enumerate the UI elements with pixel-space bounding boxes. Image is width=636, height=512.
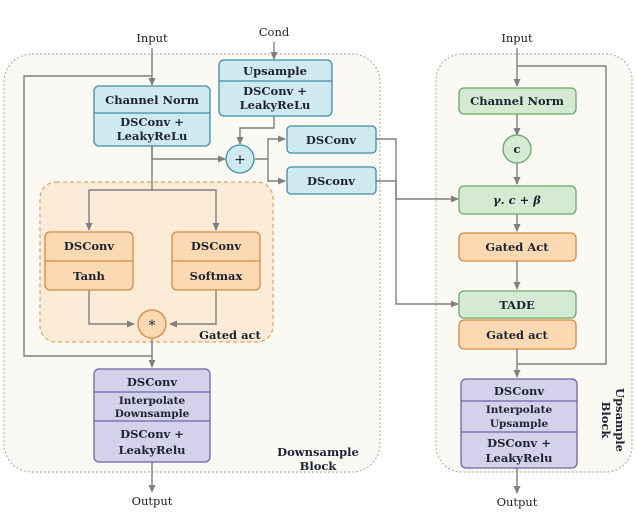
modulation-label: γ. c + β — [493, 193, 541, 207]
dsconv-beta-node: DSconv — [286, 166, 377, 195]
gated-act-node-2: Gated act — [458, 319, 577, 350]
dsconv-leaky-label-2: LeakyReLu — [117, 129, 188, 143]
upsample-block-label: Upsample Block — [599, 388, 627, 452]
multiply-node: * — [137, 309, 167, 339]
right-output-label: Output — [497, 495, 538, 509]
upsample-label: Upsample — [243, 64, 307, 78]
interp-up-label-1: Interpolate — [486, 404, 553, 416]
cond-dsconv-label-1: DSConv + — [243, 84, 307, 98]
modulation-node: γ. c + β — [458, 185, 577, 215]
cond-label: Cond — [259, 25, 290, 39]
dsconv-beta-label: DSconv — [307, 174, 355, 188]
softmax-label: Softmax — [190, 269, 243, 283]
downsample-block-label-2: Block — [300, 459, 338, 473]
tade-label: TADE — [499, 298, 535, 312]
right-out-dsconv-leaky-label-2: LeakyRelu — [485, 451, 552, 465]
gate-right-conv-label: DSConv — [191, 239, 241, 253]
gate-left-branch-node: DSConv Tanh — [44, 231, 134, 291]
channel-norm-label: Channel Norm — [105, 93, 199, 107]
interp-up-label-2: Upsample — [490, 418, 549, 430]
gated-act-region — [39, 181, 274, 343]
right-channel-norm-label: Channel Norm — [470, 94, 564, 108]
c-symbol: c — [513, 142, 520, 156]
out-dsconv-leaky-label-2: LeakyRelu — [118, 443, 185, 457]
right-input-label: Input — [501, 31, 533, 45]
right-out-dsconv-leaky-label-1: DSConv + — [487, 436, 551, 450]
cond-dsconv-label-2: LeakyReLu — [240, 98, 311, 112]
tanh-label: Tanh — [73, 269, 105, 283]
gate-left-conv-label: DSConv — [64, 239, 114, 253]
connections-right — [513, 48, 607, 494]
plus-node: + — [225, 144, 255, 174]
downsample-output-stack: DSConv Interpolate Downsample DSConv + L… — [93, 368, 211, 463]
upsample-block-region — [435, 53, 633, 473]
dsconv-gamma-label: DSConv — [306, 133, 356, 147]
upsample-block-label-1: Upsample — [613, 388, 627, 452]
upsample-output-stack: DSConv Interpolate Upsample DSConv + Lea… — [460, 378, 578, 469]
left-output-label: Output — [132, 494, 173, 508]
c-node: c — [502, 134, 532, 164]
plus-symbol: + — [234, 152, 246, 168]
channel-norm-dsconv-node: Channel Norm DSConv + LeakyReLu — [93, 85, 211, 147]
interp-down-label-1: Interpolate — [119, 395, 186, 407]
gated-act-label-1: Gated Act — [485, 240, 549, 254]
downsample-block-label-1: Downsample — [277, 445, 359, 459]
out-dsconv-label: DSConv — [127, 375, 177, 389]
tade-node: TADE — [458, 290, 577, 319]
connections-left — [23, 42, 459, 493]
dsconv-gamma-node: DSConv — [286, 125, 377, 154]
left-input-label: Input — [136, 31, 168, 45]
gated-act-label-2: Gated act — [486, 328, 548, 342]
multiply-symbol: * — [149, 318, 156, 334]
gate-right-branch-node: DSConv Softmax — [171, 231, 261, 291]
out-dsconv-leaky-label-1: DSConv + — [120, 427, 184, 441]
interp-down-label-2: Downsample — [115, 408, 190, 420]
right-out-dsconv-label: DSConv — [494, 384, 544, 398]
upsample-block-label-2: Block — [599, 402, 613, 440]
gated-act-region-label: Gated act — [199, 328, 261, 342]
gated-act-node-1: Gated Act — [458, 232, 577, 262]
upsample-cond-node: Upsample DSConv + LeakyReLu — [218, 59, 333, 117]
dsconv-leaky-label-1: DSConv + — [120, 115, 184, 129]
right-channel-norm-node: Channel Norm — [458, 87, 577, 115]
